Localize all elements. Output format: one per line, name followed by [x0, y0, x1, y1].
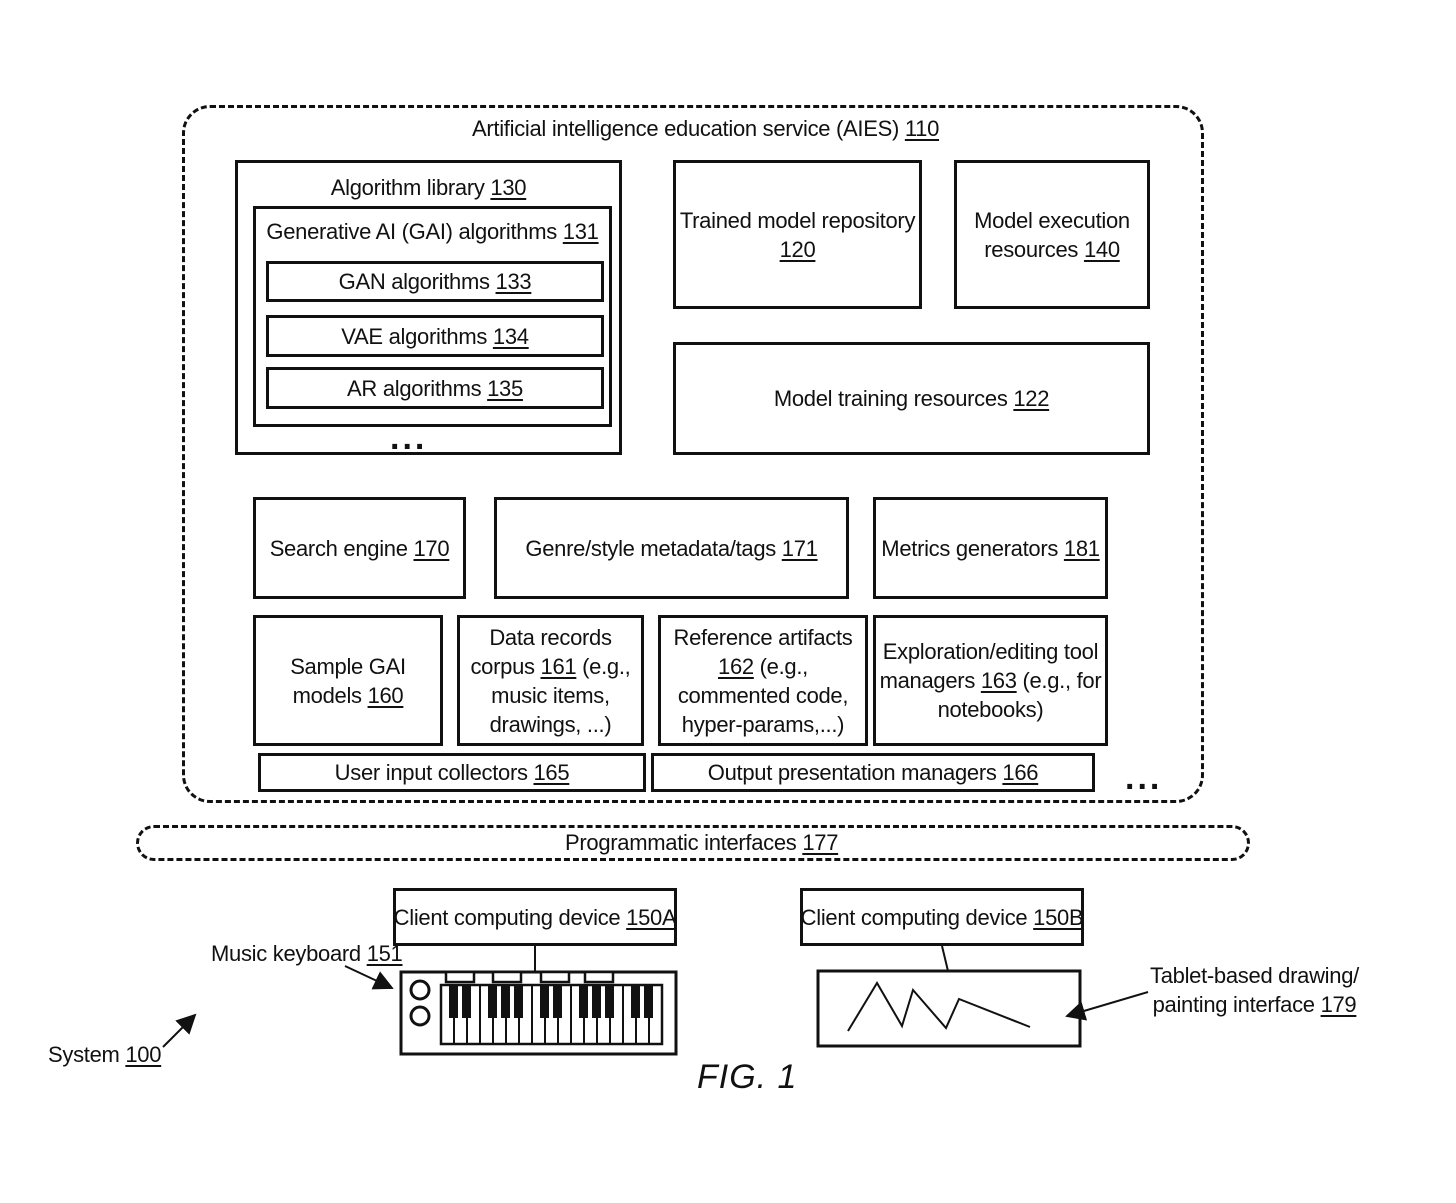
ar-algorithms-box: AR algorithms 135 [266, 367, 604, 409]
exploration-editing-managers-box: Exploration/editing tool managers 163 (e… [873, 615, 1108, 746]
search-engine-box: Search engine 170 [253, 497, 466, 599]
aies-label: Artificial intelligence education servic… [472, 116, 940, 141]
music-keyboard-label: Music keyboard 151 [211, 941, 403, 966]
algorithm-library-label: Algorithm library 130 [330, 175, 527, 200]
output-presentation-managers-box: Output presentation managers 166 [651, 753, 1095, 792]
user-input-collectors-box: User input collectors 165 [258, 753, 646, 792]
music-keyboard-arrow [344, 965, 394, 990]
system-arrow [162, 1013, 197, 1048]
gai-algorithms-label: Generative AI (GAI) algorithms 131 [266, 219, 599, 244]
programmatic-interfaces-label: Programmatic interfaces 177 [565, 830, 839, 855]
gan-algorithms-label: GAN algorithms 133 [338, 269, 532, 294]
vae-algorithms-label: VAE algorithms 134 [341, 323, 529, 349]
trained-model-repository-box: Trained model repository 120 [673, 160, 922, 309]
ar-algorithms-label: AR algorithms 135 [347, 375, 523, 401]
tablet-drawing-icon [816, 969, 1082, 1048]
tablet-arrow [1065, 991, 1149, 1021]
programmatic-interfaces-boundary [136, 825, 1250, 861]
data-records-corpus-box: Data records corpus 161 (e.g., music ite… [457, 615, 644, 746]
model-training-resources-box: Model training resources 122 [673, 342, 1150, 455]
tablet-interface-label: Tablet-based drawing/ painting interface… [1150, 963, 1359, 1017]
model-execution-resources-box: Model execution resources 140 [954, 160, 1150, 309]
gan-algorithms-box: GAN algorithms 133 [266, 261, 604, 302]
client-computing-device-150a-box: Client computing device 150A [393, 888, 677, 946]
reference-artifacts-box: Reference artifacts 162 (e.g., commented… [658, 615, 868, 746]
metrics-generators-box: Metrics generators 181 [873, 497, 1108, 599]
genre-metadata-box: Genre/style metadata/tags 171 [494, 497, 849, 599]
system-label: System 100 [48, 1042, 162, 1067]
music-keyboard-icon [399, 970, 678, 1056]
tablet-connector [941, 945, 949, 972]
figure-caption: FIG. 1 [697, 1058, 798, 1096]
sample-gai-models-box: Sample GAI models 160 [253, 615, 443, 746]
vae-algorithms-box: VAE algorithms 134 [266, 315, 604, 357]
client-computing-device-150b-box: Client computing device 150B [800, 888, 1084, 946]
aies-boundary [182, 105, 1204, 803]
